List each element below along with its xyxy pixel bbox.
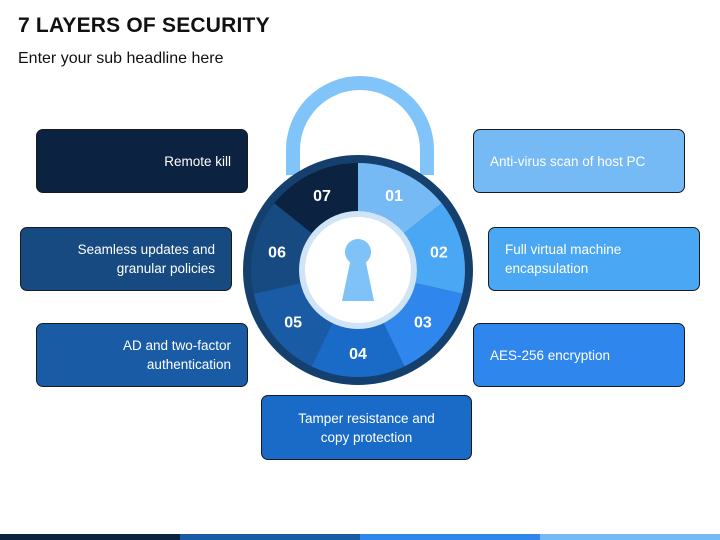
lock-segment-04 (311, 323, 405, 377)
keyhole-icon (342, 239, 374, 301)
lock-segment-06 (250, 203, 312, 294)
layer-05-label: AD and two-factor authentication (122, 338, 231, 372)
padlock-shackle (286, 76, 434, 175)
layer-01-box: Anti-virus scan of host PC (473, 129, 685, 193)
page-subtitle: Enter your sub headline here (18, 50, 224, 67)
layer-04-box: Tamper resistance and copy protection (261, 395, 472, 460)
lock-segment-01 (358, 163, 442, 234)
layer-number-07: 07 (313, 188, 331, 205)
layer-07-label: Remote kill (164, 153, 231, 169)
layer-04-label: Tamper resistance and copy protection (298, 410, 435, 445)
layer-number-06: 06 (268, 245, 286, 262)
lock-segment-02 (404, 203, 465, 294)
layer-number-05: 05 (284, 315, 302, 332)
layer-01-label: Anti-virus scan of host PC (490, 153, 646, 169)
layer-03-box: AES-256 encryption (473, 323, 685, 387)
layer-number-01: 01 (385, 188, 403, 205)
layer-05-box: AD and two-factor authentication (36, 323, 248, 387)
layer-number-02: 02 (430, 245, 448, 262)
lock-segment-05 (253, 283, 333, 367)
layer-03-label: AES-256 encryption (490, 347, 611, 363)
lock-segments (250, 163, 465, 377)
bottom-accent-bar (0, 534, 720, 540)
layer-02-box: Full virtual machine encapsulation (488, 227, 700, 291)
layer-number-03: 03 (414, 315, 432, 332)
lock-segment-07 (274, 163, 358, 234)
layer-numbers: 01 02 03 04 05 06 07 (268, 188, 448, 363)
lock-segment-03 (383, 283, 463, 367)
layer-06-label: Seamless updates and granular policies (77, 242, 215, 276)
layer-06-box: Seamless updates and granular policies (20, 227, 232, 291)
layer-number-04: 04 (349, 346, 367, 363)
page-title: 7 LAYERS OF SECURITY (18, 14, 270, 37)
layer-02-label: Full virtual machine encapsulation (505, 242, 622, 276)
layer-07-box: Remote kill (36, 129, 248, 193)
